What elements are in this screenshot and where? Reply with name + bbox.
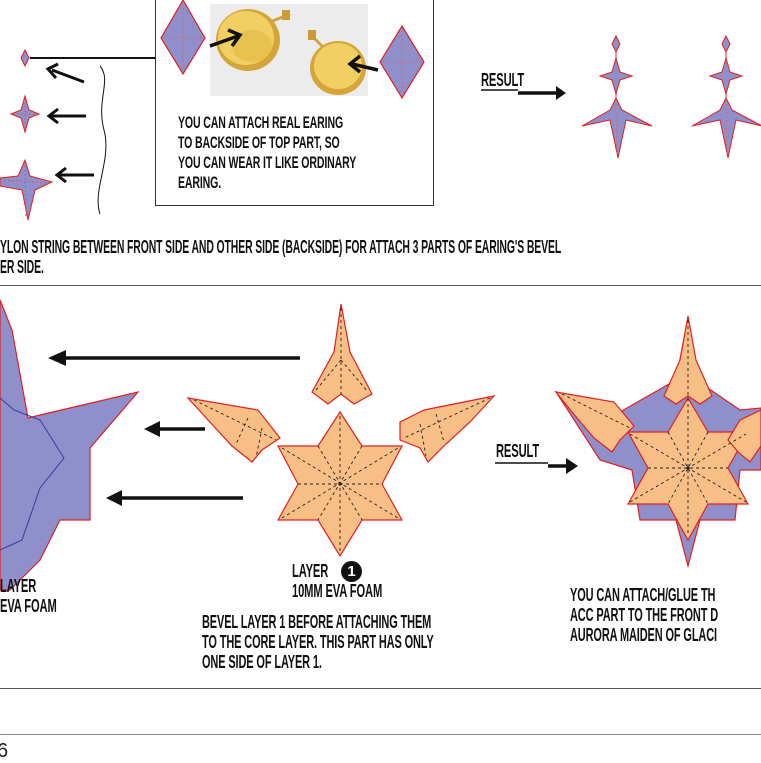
- divider-top: [0, 285, 761, 286]
- divider-footer: [0, 734, 761, 735]
- layer1-star: [276, 410, 404, 558]
- left-layer-material: EVA FOAM: [0, 596, 57, 616]
- string-note-line-2: ER SIDE.: [0, 257, 44, 277]
- attach-note-line-3: AURORA MAIDEN OF GLACI: [570, 625, 717, 645]
- assembled-earring-1: [581, 34, 653, 159]
- box-note-line-4: EARING.: [178, 173, 222, 192]
- attach-note-line-1: YOU CAN ATTACH/GLUE TH: [570, 585, 716, 605]
- earring-bottom-claw: [0, 158, 54, 221]
- page-number: 6: [0, 740, 9, 762]
- assembled-core: [554, 315, 761, 569]
- arrow-left-1: [45, 62, 85, 84]
- bevel-note-line-2: TO THE CORE LAYER. THIS PART HAS ONLY: [202, 632, 434, 652]
- earring-middle-star: [9, 94, 41, 134]
- layer1-left-wing: [186, 397, 281, 463]
- bevel-note-line-3: ONE SIDE OF LAYER 1.: [202, 652, 322, 672]
- assembled-earring-2: [691, 34, 761, 159]
- mid-result-label: RESULT: [496, 441, 540, 461]
- attach-note-line-2: ACC PART TO THE FRONT D: [570, 605, 719, 625]
- earring-top-diamond: [20, 48, 30, 68]
- left-layer-label: LAYER: [0, 576, 37, 596]
- layer1-top-spike: [311, 303, 373, 405]
- core-layer-left: [0, 299, 140, 591]
- box-note-line-3: YOU CAN WEAR IT LIKE ORDINARY: [178, 153, 357, 172]
- bevel-note-line-1: BEVEL LAYER 1 BEFORE ATTACHING THEM: [202, 612, 432, 632]
- string-note-line-1: YLON STRING BETWEEN FRONT SIDE AND OTHER…: [0, 237, 562, 257]
- layer1-material: 10MM EVA FOAM: [292, 581, 383, 601]
- top-result-label: RESULT: [481, 70, 525, 90]
- box-note-line-2: TO BACKSIDE OF TOP PART, SO: [178, 133, 340, 152]
- box-note-line-1: YOU CAN ATTACH REAL EARING: [178, 113, 344, 132]
- brace-line: [97, 65, 107, 215]
- earring-note-box: [155, 0, 434, 206]
- arrow-left-2: [46, 107, 86, 125]
- arrow-left-3: [54, 166, 94, 184]
- layer1-number-badge: 1: [341, 561, 362, 582]
- divider-bottom: [0, 688, 761, 689]
- layer1-title: LAYER: [292, 561, 329, 581]
- layer1-right-wing: [399, 395, 496, 463]
